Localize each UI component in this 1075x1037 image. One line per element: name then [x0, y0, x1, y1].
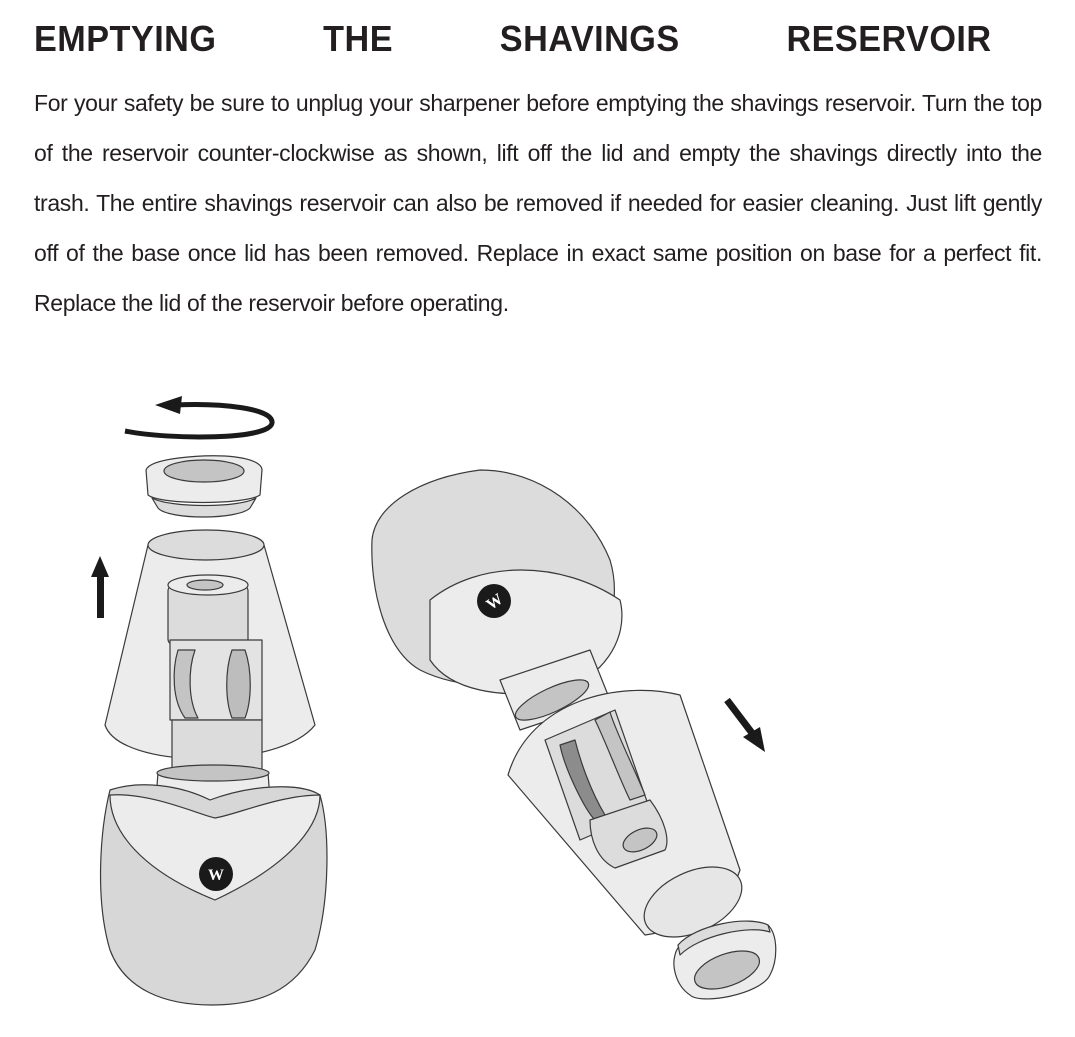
right-figure: W [371, 469, 777, 1000]
svg-text:W: W [483, 591, 506, 614]
page-title: EMPTYING THE SHAVINGS RESERVOIR [34, 18, 992, 60]
sharpener-illustration: W W [91, 396, 777, 1006]
reservoir-tilted [507, 689, 743, 938]
lid-icon [145, 455, 263, 518]
down-right-arrow [724, 697, 765, 752]
reservoir [104, 529, 316, 771]
logo-icon [199, 857, 233, 891]
left-figure: W [91, 396, 328, 1006]
lid-icon [673, 920, 777, 1000]
title-word: THE [323, 18, 394, 59]
counter-clockwise-rotation-arrow [124, 396, 275, 440]
up-arrow [91, 556, 109, 618]
title-word: EMPTYING [34, 18, 217, 59]
svg-text:W: W [208, 867, 224, 884]
logo-icon [477, 584, 511, 618]
base: W [99, 784, 328, 1006]
instruction-paragraph: For your safety be sure to unplug your s… [34, 90, 1042, 316]
title-word: SHAVINGS [499, 18, 680, 59]
title-word: RESERVOIR [786, 18, 992, 59]
